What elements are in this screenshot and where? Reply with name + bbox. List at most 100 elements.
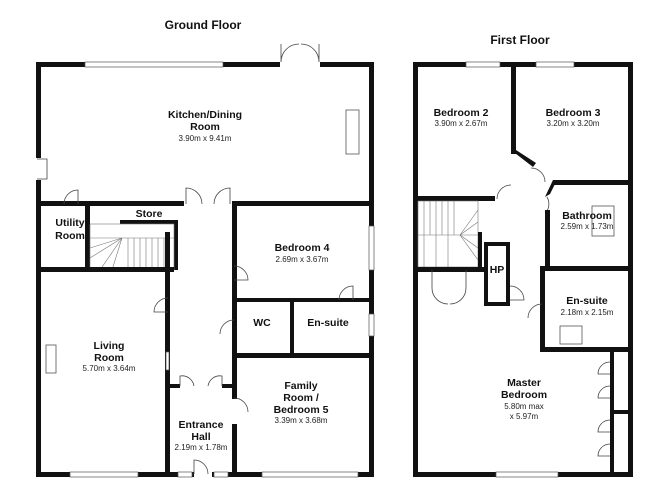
ff-bedroom2-window: [465, 61, 501, 68]
gf-living-side-window: [165, 351, 170, 371]
master-dims-2: x 5.97m: [510, 412, 539, 421]
ff-stair-rail: [478, 232, 482, 269]
gf-family-door: [233, 397, 249, 413]
living-dims: 5.70m x 3.64m: [83, 364, 136, 373]
ff-wardrobe-doors: [431, 270, 467, 305]
ff-ensuite-name: En-suite: [566, 295, 608, 307]
ff-bathroom-door: [546, 196, 550, 212]
kitchen-name-2: Room: [190, 121, 220, 133]
gf-entrance-inner-doors: [179, 375, 223, 387]
living-name-1: Living: [94, 340, 125, 352]
gf-kitchen-wall-right: [232, 201, 374, 206]
ff-bath-tub: [591, 205, 615, 237]
gf-store-wall: [120, 220, 178, 224]
gf-entrance-top-left: [170, 384, 180, 388]
gf-kitchen-unit: [345, 109, 360, 155]
ff-staircase: [417, 200, 479, 268]
ff-bed2-bed3-wall: [511, 62, 516, 154]
bedroom3-dims: 3.20m x 3.20m: [547, 119, 600, 128]
ff-bedroom3-window: [535, 61, 575, 68]
family-name-3: Bedroom 5: [274, 404, 329, 416]
gf-french-door-gap: [280, 61, 320, 68]
gf-french-doors: [280, 43, 320, 63]
gf-bedroom4-bottom-wall: [232, 298, 374, 302]
gf-ensuite-window: [368, 313, 375, 337]
ground-floor-plan: Ground Floor: [34, 18, 375, 478]
ff-wall-top: [413, 62, 633, 67]
master-name-1: Master: [507, 377, 541, 389]
entrance-name-2: Hall: [191, 431, 210, 443]
living-name-2: Room: [94, 352, 124, 364]
gf-entrance-window-right: [213, 471, 229, 478]
bedroom4-name: Bedroom 4: [275, 242, 330, 254]
ff-bed3-angled-wall: [511, 150, 536, 167]
store-name: Store: [136, 208, 163, 220]
ff-landing-door: [509, 285, 525, 301]
master-name-2: Bedroom: [501, 389, 547, 401]
gf-bedroom4-window: [368, 225, 375, 271]
ff-master-top-wall: [413, 267, 484, 272]
gf-family-window: [261, 471, 359, 478]
gf-kitchen-double-door: [185, 187, 231, 205]
entrance-name-1: Entrance: [179, 419, 224, 431]
bathroom-name: Bathroom: [562, 210, 612, 222]
bedroom2-name: Bedroom 2: [434, 107, 489, 119]
gf-staircase: [89, 223, 175, 271]
bedroom2-dims: 3.90m x 2.67m: [435, 119, 488, 128]
wc-name: WC: [253, 317, 271, 329]
ff-wardrobe-doors-right: [597, 361, 611, 457]
family-name-2: Room /: [283, 392, 319, 404]
ff-ensuite-bottom-wall: [540, 347, 633, 352]
gf-ensuite-name: En-suite: [307, 317, 349, 329]
gf-wc-ensuite-wall: [290, 298, 294, 358]
gf-wc-door: [219, 319, 235, 335]
gf-side-door-gap: [34, 158, 43, 180]
gf-bedroom4-left-wall: [232, 201, 237, 298]
hp-name: HP: [490, 264, 505, 276]
gf-entrance-top-right: [222, 384, 232, 388]
ff-bathroom-top-wall: [553, 180, 633, 185]
utility-name-2: Room: [55, 230, 85, 242]
ff-bathroom-bottom-wall: [545, 266, 633, 271]
ground-floor-title: Ground Floor: [165, 18, 242, 32]
ff-hp-left: [484, 242, 488, 306]
gf-front-door-gap: [194, 471, 212, 478]
gf-utility-wall: [85, 201, 90, 272]
gf-entrance-window-left: [177, 471, 193, 478]
kitchen-name-1: Kitchen/Dining: [168, 109, 242, 121]
gf-wc-left-wall: [232, 298, 237, 358]
entrance-dims: 2.19m x 1.78m: [175, 443, 228, 452]
family-name-1: Family: [284, 380, 317, 392]
gf-store-side-wall: [174, 220, 178, 270]
first-floor-title: First Floor: [490, 33, 550, 47]
kitchen-dims: 3.90m x 9.41m: [179, 134, 232, 143]
ff-ensuite-door: [527, 303, 543, 319]
ff-ensuite-left-wall: [540, 266, 545, 352]
gf-family-left-wall: [232, 353, 237, 399]
ff-bathroom-left-wall: [545, 210, 550, 270]
gf-living-top-wall: [36, 267, 174, 272]
ff-ensuite-dims: 2.18m x 2.15m: [561, 308, 614, 317]
ff-hp-bottom: [484, 302, 510, 306]
gf-bedroom4-door: [233, 265, 249, 281]
gf-family-left-wall-2: [232, 424, 237, 477]
gf-kitchen-window: [84, 61, 224, 68]
gf-living-window: [69, 471, 139, 478]
ff-hp-top: [484, 242, 510, 246]
bedroom3-name: Bedroom 3: [546, 107, 601, 119]
gf-family-top-wall: [232, 353, 374, 358]
ff-bedroom-doors: [496, 167, 546, 200]
bathroom-dims: 2.59m x 1.73m: [561, 222, 614, 231]
gf-kitchen-wall-left: [36, 201, 184, 206]
gf-utility-door: [63, 189, 79, 205]
first-floor-plan: First Floor: [413, 33, 633, 478]
utility-name-1: Utility: [55, 217, 84, 229]
ff-ensuite-shower: [559, 325, 583, 345]
ff-wardrobe-divider: [610, 410, 633, 414]
gf-ensuite-door: [338, 285, 354, 301]
gf-front-door: [193, 459, 209, 475]
bedroom4-dims: 2.69m x 3.67m: [276, 255, 329, 264]
ff-bathroom-angled-wall: [545, 180, 557, 197]
gf-fireplace: [45, 344, 57, 374]
